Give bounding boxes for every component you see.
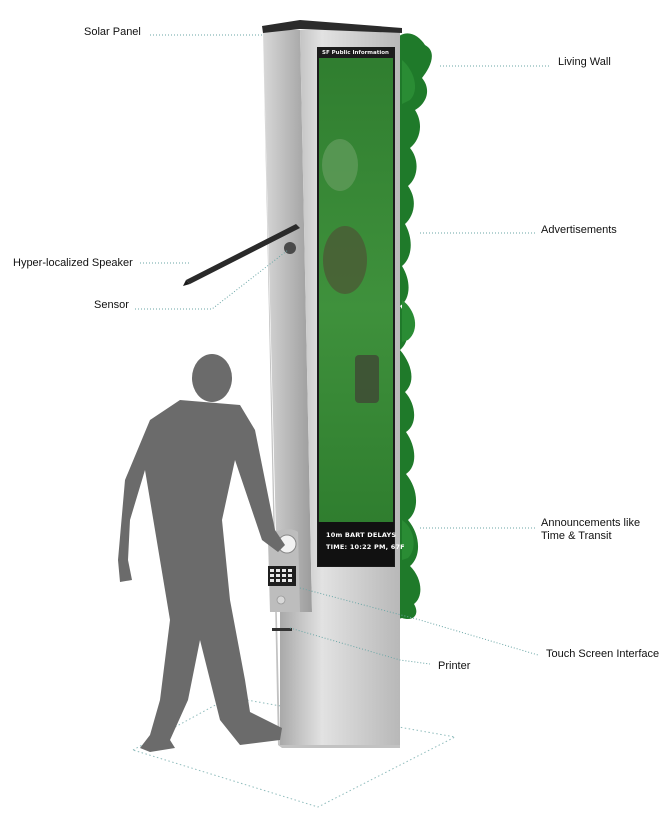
floor-footprint bbox=[131, 696, 457, 808]
person-silhouette bbox=[118, 354, 285, 752]
living-wall bbox=[395, 33, 432, 620]
label-speaker: Hyper-localized Speaker bbox=[13, 257, 133, 269]
screen-line-2: TIME: 10:22 PM, 67F bbox=[326, 543, 405, 551]
label-sensor: Sensor bbox=[94, 299, 129, 311]
sensor-icon bbox=[284, 242, 296, 254]
solar-panel bbox=[262, 20, 402, 33]
label-announcements-line2: Time & Transit bbox=[541, 530, 612, 542]
label-announcements: Announcements like Time & Transit bbox=[541, 517, 661, 543]
label-printer: Printer bbox=[438, 660, 471, 672]
label-solar-panel: Solar Panel bbox=[84, 26, 141, 38]
label-announcements-line1: Announcements like bbox=[541, 517, 641, 529]
label-advertisements: Advertisements bbox=[541, 224, 617, 236]
printer-slot bbox=[272, 628, 292, 631]
leader-lines bbox=[135, 34, 550, 665]
label-touch-screen: Touch Screen Interface bbox=[546, 648, 660, 660]
display-screen bbox=[317, 47, 395, 567]
label-living-wall: Living Wall bbox=[558, 56, 611, 68]
screen-line-1: 10m BART DELAYS bbox=[326, 531, 397, 539]
screen-header: SF Public Information bbox=[322, 50, 389, 56]
